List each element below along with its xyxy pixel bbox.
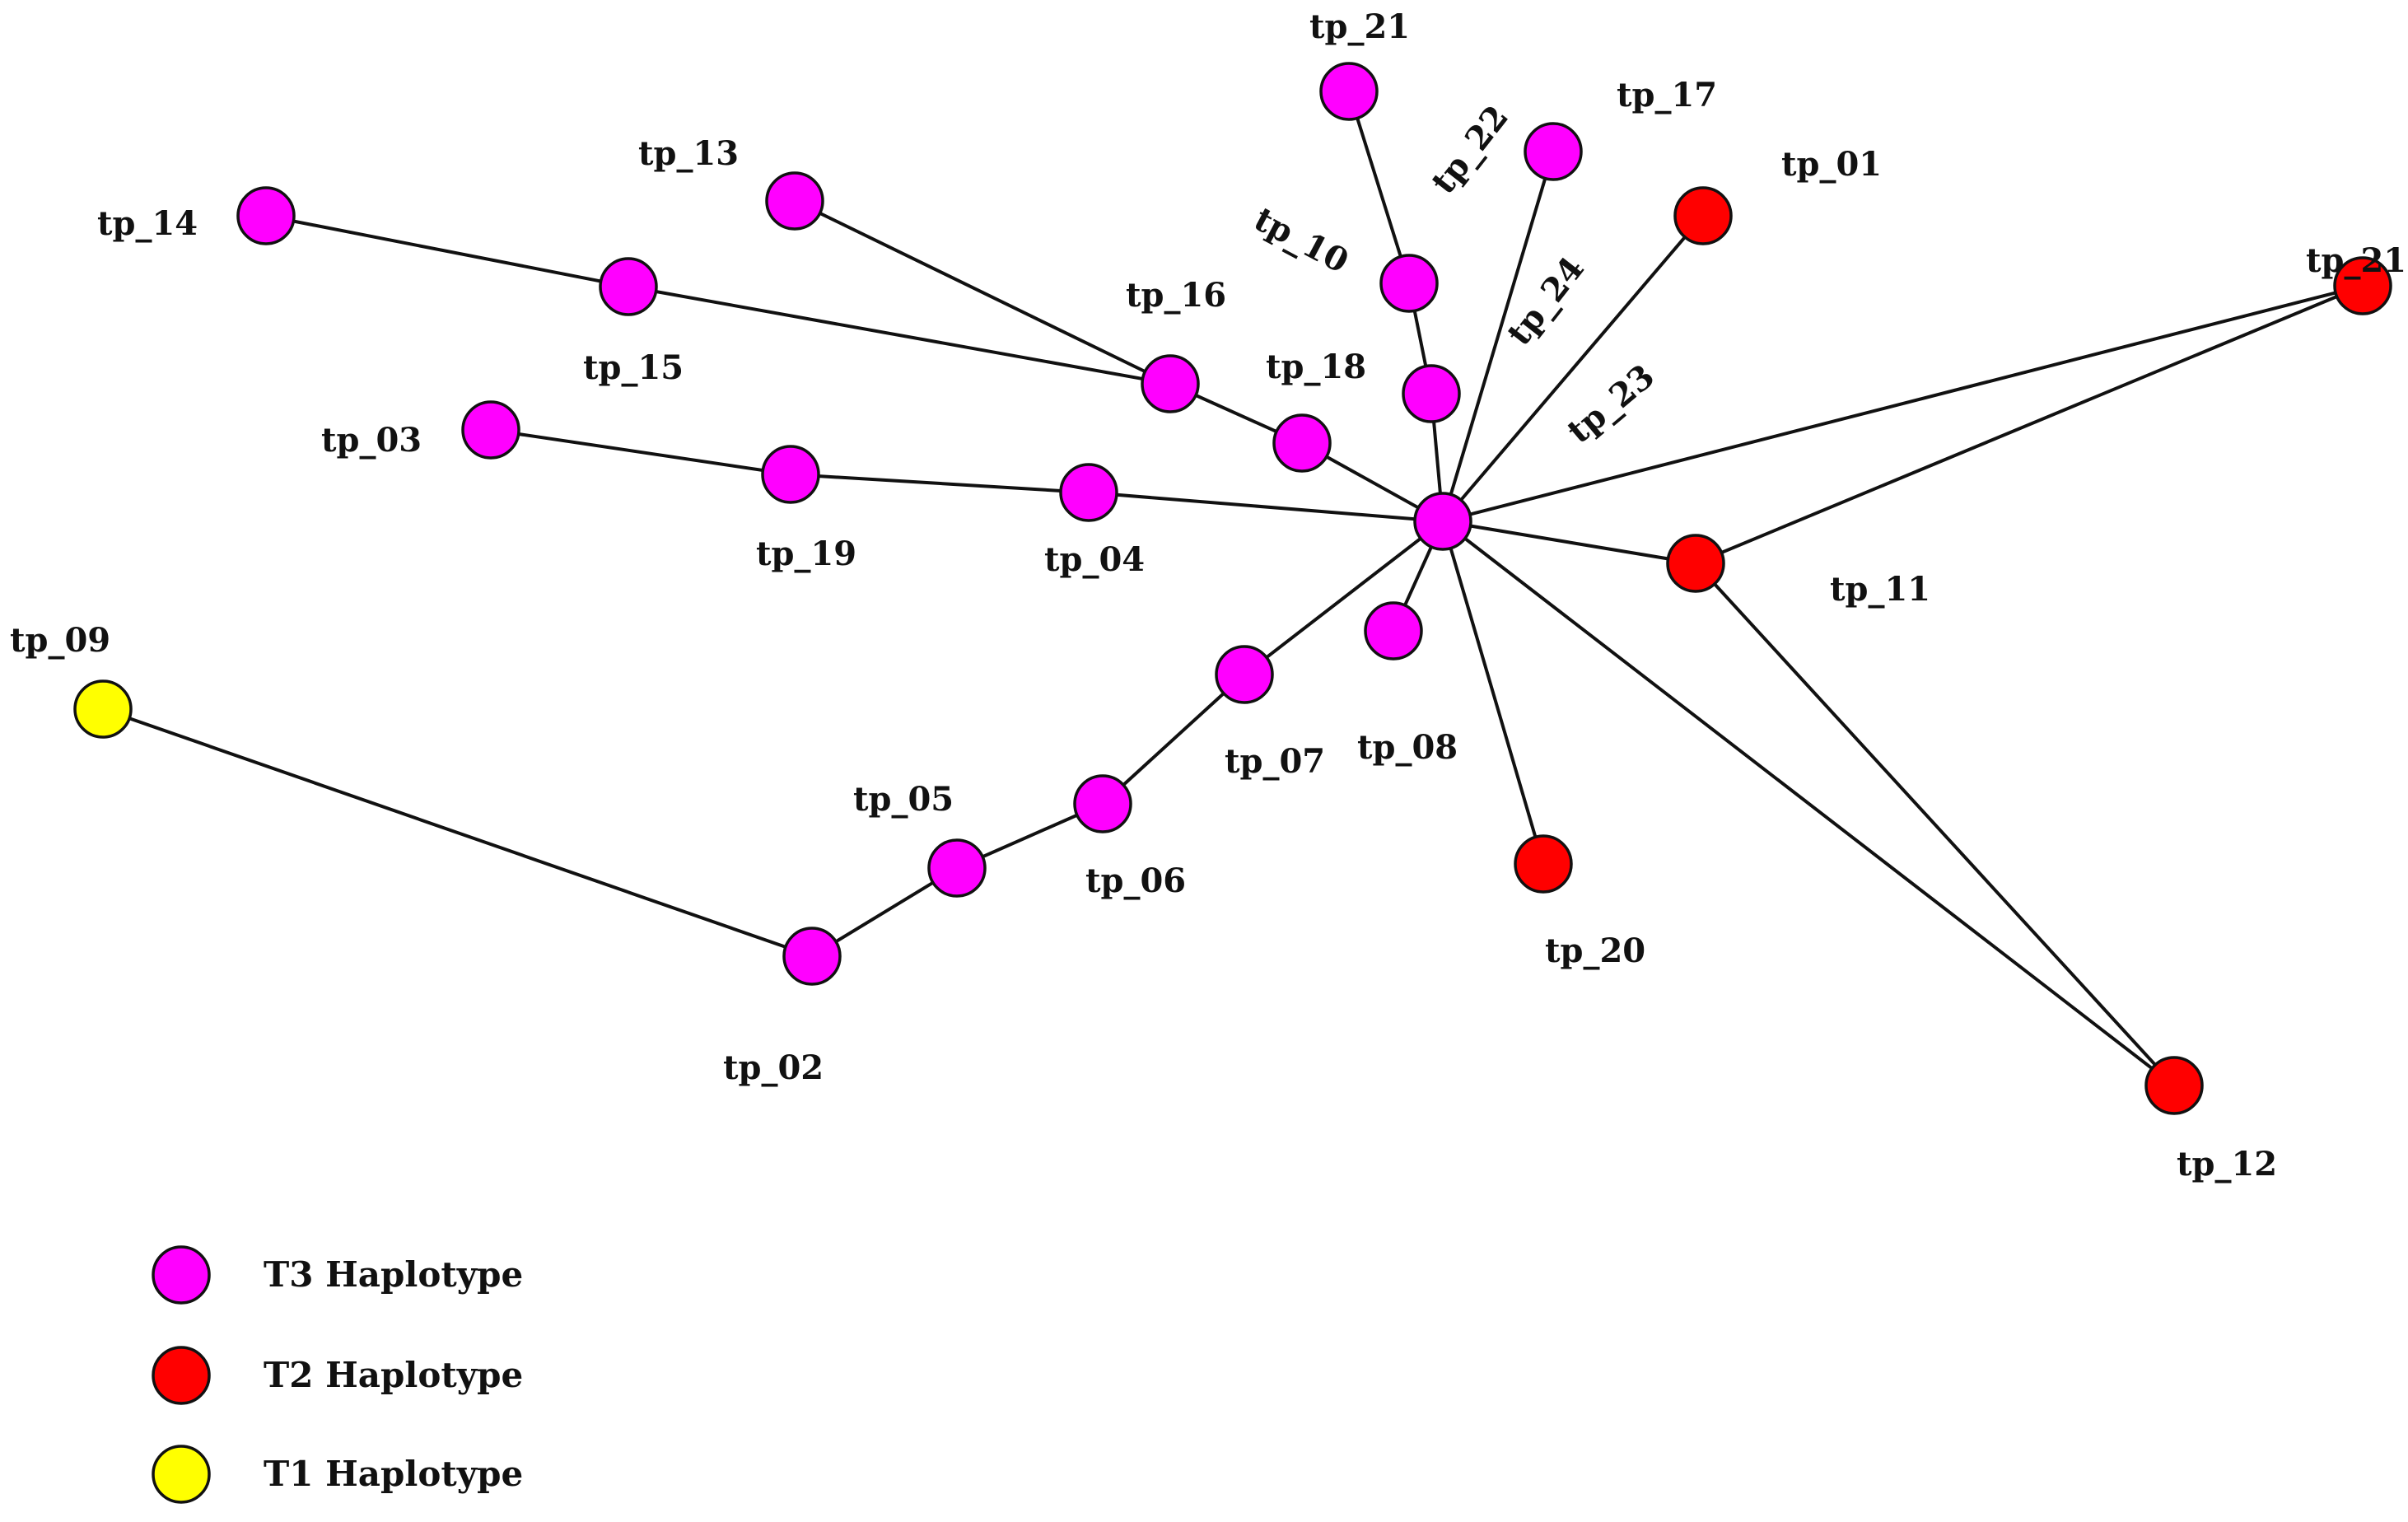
node-label-tp_21a: tp_21 <box>1309 7 1410 46</box>
edge-tp_04-tp_23 <box>1088 491 1444 523</box>
node-label-tp_19: tp_19 <box>756 535 856 573</box>
edge-tp_09-tp_02 <box>102 707 813 958</box>
legend-item-t2: T2 Haplotype <box>152 1346 523 1405</box>
node-label-tp_13: tp_13 <box>638 134 739 173</box>
edge-tp_13-tp_16 <box>794 199 1171 385</box>
node-label-tp_21b: tp_21 <box>2306 241 2406 280</box>
node-label-tp_10: tp_10 <box>1248 199 1355 281</box>
node-tp_20[interactable] <box>1514 834 1573 894</box>
node-tp_14[interactable] <box>236 186 296 245</box>
node-label-tp_23: tp_23 <box>1560 357 1662 451</box>
node-label-tp_08: tp_08 <box>1357 728 1458 767</box>
node-tp_11[interactable] <box>1666 534 1725 593</box>
node-label-tp_12: tp_12 <box>2177 1145 2277 1184</box>
node-tp_03[interactable] <box>461 400 520 460</box>
edge-tp_14-tp_15 <box>265 214 629 288</box>
node-tp_23[interactable] <box>1413 492 1472 551</box>
node-label-tp_11: tp_11 <box>1830 570 1930 609</box>
edge-tp_03-tp_19 <box>490 428 791 476</box>
edge-tp_07-tp_23 <box>1243 520 1444 676</box>
node-tp_18[interactable] <box>1272 413 1332 473</box>
node-label-tp_09: tp_09 <box>10 621 110 660</box>
node-label-tp_02: tp_02 <box>723 1048 824 1087</box>
edge-tp_20-tp_23 <box>1441 521 1545 865</box>
node-tp_07[interactable] <box>1215 645 1274 704</box>
node-tp_12[interactable] <box>2144 1056 2204 1115</box>
node-label-tp_16: tp_16 <box>1126 276 1226 315</box>
node-tp_05[interactable] <box>927 838 987 898</box>
node-label-tp_06: tp_06 <box>1085 861 1186 900</box>
edge-tp_06-tp_07 <box>1101 673 1246 805</box>
node-tp_21b[interactable] <box>2333 256 2392 315</box>
node-label-tp_05: tp_05 <box>853 780 954 819</box>
node-label-tp_18: tp_18 <box>1266 348 1366 386</box>
legend-item-t3: T3 Haplotype <box>152 1245 523 1305</box>
node-label-tp_20: tp_20 <box>1545 931 1645 970</box>
edge-tp_21b-tp_23 <box>1442 284 2364 523</box>
node-tp_15[interactable] <box>599 257 658 316</box>
edge-tp_19-tp_04 <box>790 473 1090 494</box>
edge-tp_01-tp_23 <box>1441 214 1705 523</box>
node-label-tp_01: tp_01 <box>1781 145 1882 184</box>
node-tp_16[interactable] <box>1141 354 1200 413</box>
node-tp_17[interactable] <box>1524 122 1583 181</box>
node-tp_01[interactable] <box>1673 186 1733 245</box>
network-nodes <box>73 62 2392 1115</box>
edge-tp_11-tp_12 <box>1694 562 2176 1087</box>
edge-tp_21b-tp_11 <box>1695 284 2364 565</box>
node-tp_22[interactable] <box>1402 364 1461 423</box>
node-tp_02[interactable] <box>782 927 842 986</box>
node-label-tp_14: tp_14 <box>97 204 198 243</box>
node-tp_13[interactable] <box>765 171 824 231</box>
node-tp_09[interactable] <box>73 679 133 739</box>
node-tp_19[interactable] <box>761 445 820 504</box>
legend-swatch-t3 <box>152 1245 211 1305</box>
edge-tp_21a-tp_10 <box>1347 91 1411 284</box>
node-label-tp_15: tp_15 <box>583 348 684 387</box>
node-label-tp_07: tp_07 <box>1225 742 1325 781</box>
node-tp_06[interactable] <box>1073 774 1132 833</box>
node-tp_10[interactable] <box>1379 254 1439 313</box>
node-label-tp_24: tp_24 <box>1500 250 1592 352</box>
legend-label-t1: T1 Haplotype <box>264 1454 523 1494</box>
node-label-tp_03: tp_03 <box>321 421 422 460</box>
edge-tp_11-tp_23 <box>1442 520 1696 565</box>
legend-swatch-t1 <box>152 1445 211 1504</box>
edge-tp_17-tp_23 <box>1441 151 1555 522</box>
node-label-tp_22: tp_22 <box>1424 98 1516 201</box>
node-label-tp_04: tp_04 <box>1044 540 1145 579</box>
legend-label-t3: T3 Haplotype <box>264 1254 523 1295</box>
node-tp_21a[interactable] <box>1319 62 1379 121</box>
edge-tp_12-tp_23 <box>1441 520 2176 1087</box>
edge-tp_15-tp_16 <box>628 285 1171 385</box>
legend: T3 Haplotype T2 Haplotype T1 Haplotype <box>152 1245 523 1504</box>
node-tp_08[interactable] <box>1364 601 1423 661</box>
legend-swatch-t2 <box>152 1346 211 1405</box>
node-label-tp_17: tp_17 <box>1617 76 1717 114</box>
node-tp_04[interactable] <box>1059 463 1118 522</box>
legend-item-t1: T1 Haplotype <box>152 1445 523 1504</box>
legend-label-t2: T2 Haplotype <box>264 1355 523 1395</box>
network-labels: tp_14 tp_15 tp_13 tp_16 tp_18 tp_03 tp_19 tp_04… <box>10 7 2406 1184</box>
network-edges <box>102 91 2364 1087</box>
